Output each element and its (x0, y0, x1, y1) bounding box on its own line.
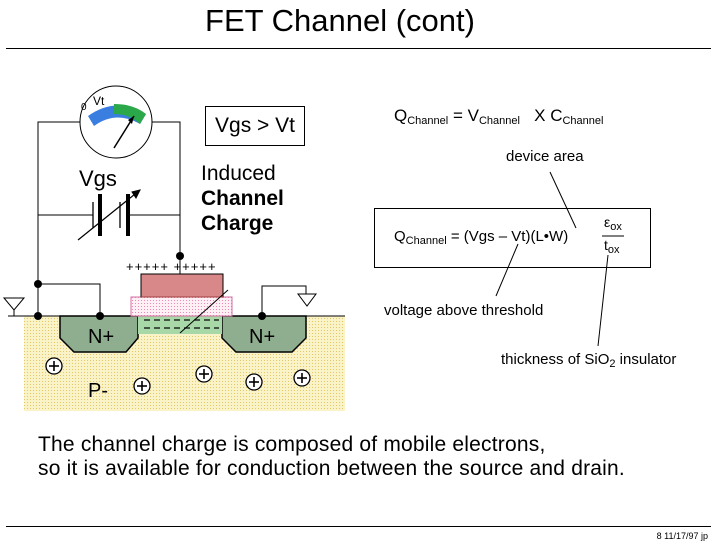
meter-vt-label: Vt (93, 94, 105, 108)
q2-subscript: Channel (405, 235, 447, 247)
gate-electrode (140, 273, 224, 298)
induced-leader (179, 289, 229, 334)
q-channel-equation: QChannel = VChannel X CChannel (394, 106, 603, 127)
q-symbol: Q (394, 106, 408, 125)
battery-vgs (77, 189, 141, 241)
v-symbol: V (467, 106, 479, 125)
charge-formula: QChannel = (Vgs – Vt)(L•W) (394, 228, 568, 247)
epsilon-symbol: ε (604, 214, 611, 230)
drain-label: N+ (249, 326, 276, 348)
source-label: N+ (88, 326, 115, 348)
voltmeter (79, 85, 153, 159)
footer-divider (6, 526, 711, 527)
conclusion-line-2: so it is available for conduction betwee… (38, 457, 625, 480)
c-subscript: Channel (562, 115, 604, 127)
circuit-nodes (34, 252, 266, 320)
induced-label-line2: Channel (201, 187, 284, 210)
condition-box: Vgs > Vt (205, 106, 305, 146)
t-symbol: t (604, 237, 608, 253)
induced-label-line1: Induced (201, 162, 276, 185)
v-subscript: Channel (478, 115, 520, 127)
conclusion-text: The channel charge is composed of mobile… (38, 433, 625, 481)
voltage-above-annotation: voltage above threshold (384, 302, 544, 319)
formula-expression: = (Vgs – Vt)(L•W) (450, 228, 569, 245)
thickness-text-end: insulator (615, 351, 677, 368)
page-title: FET Channel (cont) (205, 3, 475, 38)
title-divider (6, 48, 711, 49)
meter-zero-label: 0 (81, 102, 87, 113)
device-area-annotation: device area (506, 148, 584, 165)
footer-text: 8 11/17/97 jp (656, 531, 708, 541)
c-symbol: C (550, 106, 563, 125)
ground-symbol-left (2, 297, 26, 311)
conclusion-line-1: The channel charge is composed of mobile… (38, 433, 546, 456)
times-sign: X (534, 106, 546, 125)
t-ox: tox (604, 237, 620, 256)
thickness-text: thickness of SiO (501, 351, 610, 368)
thickness-annotation: thickness of SiO2 insulator (501, 351, 676, 370)
induced-label-line3: Charge (201, 212, 274, 235)
channel-region (138, 316, 222, 334)
epsilon-ox: εox (604, 214, 622, 233)
substrate-label: P- (88, 380, 108, 402)
q-subscript: Channel (407, 115, 449, 127)
channel-electrons (144, 319, 219, 329)
gate-plus-charges: +++++ +++++ (126, 259, 217, 274)
drain-well (221, 315, 307, 353)
thickness-subscript: 2 (609, 358, 616, 370)
q2-symbol: Q (394, 228, 406, 245)
ground-symbol-right (297, 293, 317, 307)
charge-formula-box (374, 208, 651, 268)
equals-sign: = (452, 106, 463, 125)
battery-label: Vgs (79, 166, 117, 191)
annotation-leaders (495, 171, 609, 347)
epsilon-subscript: ox (610, 221, 622, 233)
t-subscript: ox (607, 244, 620, 256)
